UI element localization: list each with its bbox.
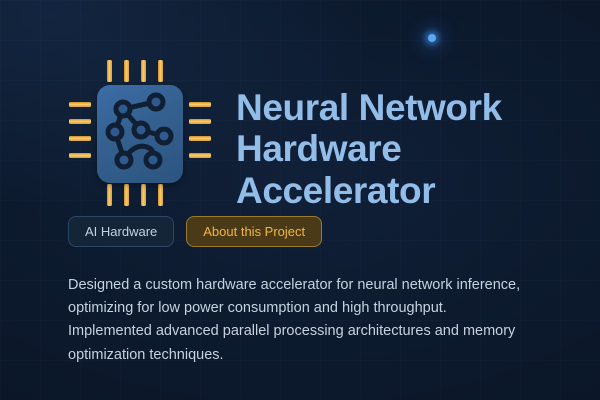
badge-row: AI Hardware About this Project	[68, 216, 323, 247]
chip-pin-top-1	[107, 60, 112, 82]
project-description: Designed a custom hardware accelerator f…	[68, 276, 521, 363]
badge-ai-hardware[interactable]: AI Hardware	[68, 216, 175, 247]
neural-graph-icon	[105, 92, 174, 170]
chip-pin-left-3	[69, 136, 91, 141]
chip-pin-bottom-3	[141, 184, 146, 206]
chip-pin-left-2	[69, 119, 91, 124]
chip-pin-top-2	[124, 60, 129, 82]
chip-pin-right-3	[189, 136, 211, 141]
chip-pin-right-2	[189, 119, 211, 124]
glowing-blue-particle	[428, 34, 436, 42]
chip-pin-bottom-2	[124, 184, 129, 206]
page-title: Neural Network Hardware Accelerator	[236, 86, 502, 211]
chip-pin-right-1	[189, 102, 211, 107]
chip-pin-bottom-4	[158, 184, 163, 206]
badge-about-this-project[interactable]: About this Project	[186, 216, 323, 247]
chip-pin-top-3	[141, 60, 146, 82]
neural-network-chip-icon	[62, 56, 214, 206]
chip-pin-top-4	[158, 60, 163, 82]
chip-pin-right-4	[189, 153, 211, 158]
chip-pin-left-1	[69, 102, 91, 107]
chip-pin-bottom-1	[107, 184, 112, 206]
chip-pin-left-4	[69, 153, 91, 158]
